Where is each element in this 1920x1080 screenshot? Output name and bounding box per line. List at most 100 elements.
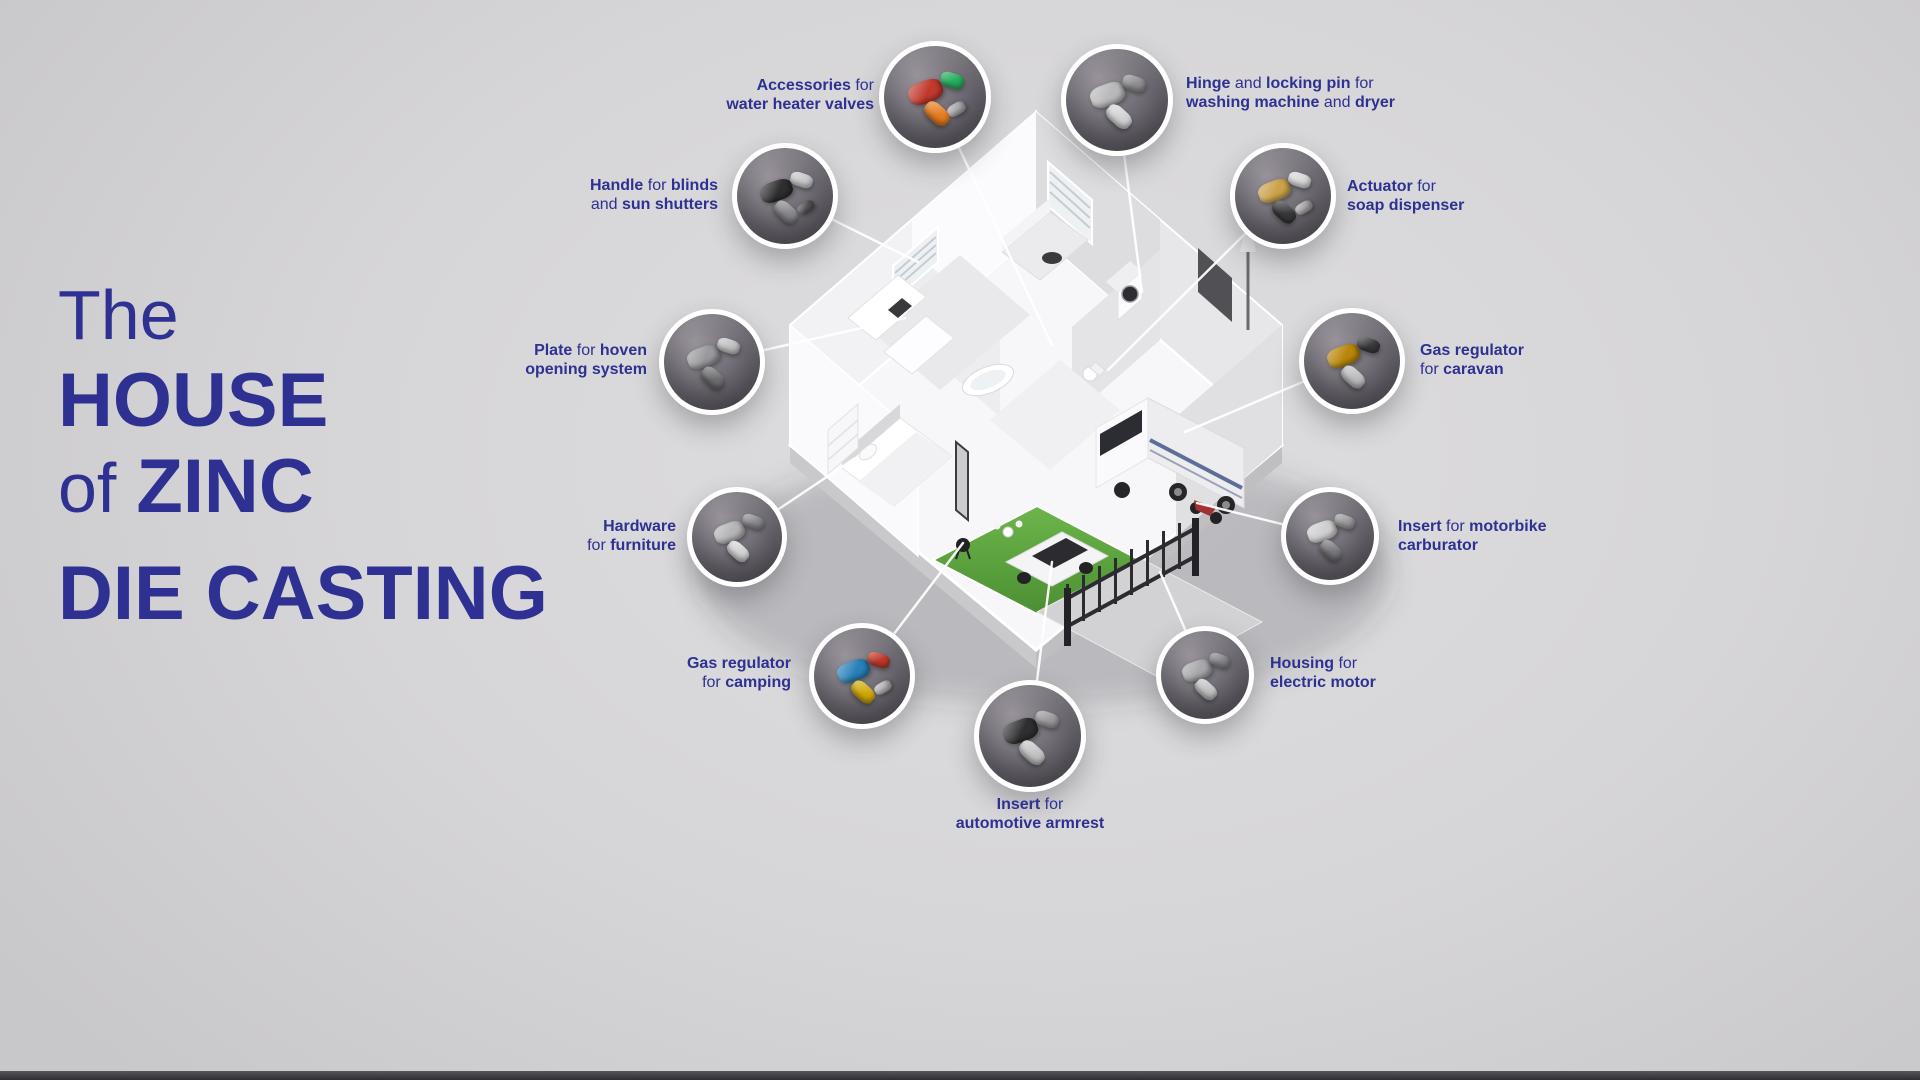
label-line: Insert for motorbike xyxy=(1398,517,1546,536)
laundry-window-blinds xyxy=(1047,159,1093,247)
title-line-the: The xyxy=(58,272,548,358)
garden-chair xyxy=(1015,520,1023,528)
title-line-die-casting: DIE CASTING xyxy=(58,551,548,637)
callout-blinds-handle-photo xyxy=(732,143,838,249)
die-cast-part-shape xyxy=(945,99,969,120)
washing-machine xyxy=(1106,261,1143,322)
car xyxy=(1004,531,1110,587)
label-text-bold: opening system xyxy=(525,361,647,378)
label-text-bold: Plate xyxy=(534,342,573,359)
die-cast-part-shape xyxy=(865,649,892,671)
label-text-bold: electric motor xyxy=(1270,674,1376,691)
label-text: for xyxy=(850,77,874,94)
garden-chair xyxy=(993,522,1001,530)
callout-camping-gas-regulator-photo xyxy=(809,623,915,729)
label-line: Hardware xyxy=(587,517,676,536)
label-text: for xyxy=(1334,655,1358,672)
callout-motorbike-carburator-insert-photo xyxy=(1281,487,1379,585)
wardrobe-shelf xyxy=(827,402,859,476)
die-cast-part-shape xyxy=(1269,197,1300,227)
label-text-bold: sun shutters xyxy=(621,196,718,213)
callout-camping-gas-regulator-label: Gas regulator for camping xyxy=(687,654,791,692)
label-text: for xyxy=(1420,361,1444,378)
toilet xyxy=(1082,361,1106,382)
die-cast-part-shape xyxy=(698,363,729,393)
die-cast-part-shape xyxy=(1355,334,1382,356)
callout-automotive-armrest-insert-photo xyxy=(974,680,1086,792)
wall-art xyxy=(1198,248,1232,322)
die-cast-part-shape xyxy=(715,335,742,357)
label-line: washing machine and dryer xyxy=(1186,93,1395,112)
garden-table xyxy=(1002,526,1014,538)
label-text: and xyxy=(1319,94,1355,111)
title-house: HOUSE xyxy=(58,358,329,443)
callout-hoven-plate-label: Plate for hoven opening system xyxy=(525,341,647,379)
label-text-bold: Insert xyxy=(1398,518,1442,535)
label-line: soap dispenser xyxy=(1347,196,1464,215)
die-cast-part-shape xyxy=(1304,517,1340,546)
callout-washing-machine-hinge-photo xyxy=(1061,44,1173,156)
label-text: for xyxy=(1441,518,1470,535)
die-cast-part-shape xyxy=(1292,197,1315,217)
die-cast-part-shape xyxy=(1102,101,1135,133)
title-the: The xyxy=(58,276,179,354)
label-text-bold: washing machine xyxy=(1186,94,1320,111)
label-line: Hinge and locking pin for xyxy=(1186,74,1395,93)
standing-mirror xyxy=(955,439,969,523)
label-line: Actuator for xyxy=(1347,177,1464,196)
label-text-bold: water heater valves xyxy=(726,96,874,113)
motorbike xyxy=(1190,500,1222,524)
label-text-bold: locking pin xyxy=(1266,75,1351,92)
die-cast-part-shape xyxy=(711,517,747,547)
die-cast-part-shape xyxy=(757,175,796,206)
label-text: for xyxy=(572,342,600,359)
label-text-bold: camping xyxy=(725,674,791,691)
die-cast-part-shape xyxy=(1000,714,1041,747)
callout-furniture-hardware-photo xyxy=(687,487,787,587)
die-cast-part-shape xyxy=(1332,511,1358,531)
die-cast-part-shape xyxy=(834,655,873,686)
label-text: for xyxy=(643,177,671,194)
callout-electric-motor-housing-photo xyxy=(1156,626,1254,724)
label-text: for xyxy=(1412,178,1436,195)
bathroom-floor xyxy=(990,360,1120,470)
label-line: for caravan xyxy=(1420,360,1524,379)
label-text-bold: Gas regulator xyxy=(686,655,791,672)
label-line: automotive armrest xyxy=(956,814,1105,833)
label-text-bold: Actuator xyxy=(1347,178,1413,195)
label-text-bold: motorbike xyxy=(1469,518,1547,535)
label-line: opening system xyxy=(525,360,647,379)
die-cast-part-shape xyxy=(771,197,802,227)
title-of: of xyxy=(58,449,117,527)
label-line: and sun shutters xyxy=(590,195,718,214)
bed xyxy=(841,404,953,507)
die-cast-part-shape xyxy=(905,75,946,108)
die-cast-part-shape xyxy=(871,677,894,697)
label-text-bold: Insert xyxy=(996,796,1041,813)
die-cast-part-shape xyxy=(1207,650,1233,670)
bottom-edge xyxy=(0,1071,1920,1080)
label-text-bold: Hardware xyxy=(603,518,676,535)
label-text-bold: Hinge xyxy=(1186,75,1231,92)
label-line: Gas regulator xyxy=(1420,341,1524,360)
die-cast-part-shape xyxy=(848,677,879,707)
label-text-bold: hoven xyxy=(599,342,647,359)
die-cast-part-shape xyxy=(1317,536,1346,564)
label-text: and xyxy=(590,196,622,213)
label-text-bold: caravan xyxy=(1443,361,1504,378)
caravan xyxy=(1095,397,1245,514)
die-cast-part-shape xyxy=(1015,737,1048,769)
callout-caravan-gas-regulator-photo xyxy=(1299,308,1405,414)
die-cast-part-shape xyxy=(938,69,967,92)
label-text: for xyxy=(702,674,726,691)
label-text-bold: Housing xyxy=(1270,655,1334,672)
label-text-bold: Accessories xyxy=(756,77,851,94)
label-line: Insert for xyxy=(956,795,1105,814)
die-cast-part-shape xyxy=(1255,175,1294,206)
label-text: and xyxy=(1230,75,1267,92)
